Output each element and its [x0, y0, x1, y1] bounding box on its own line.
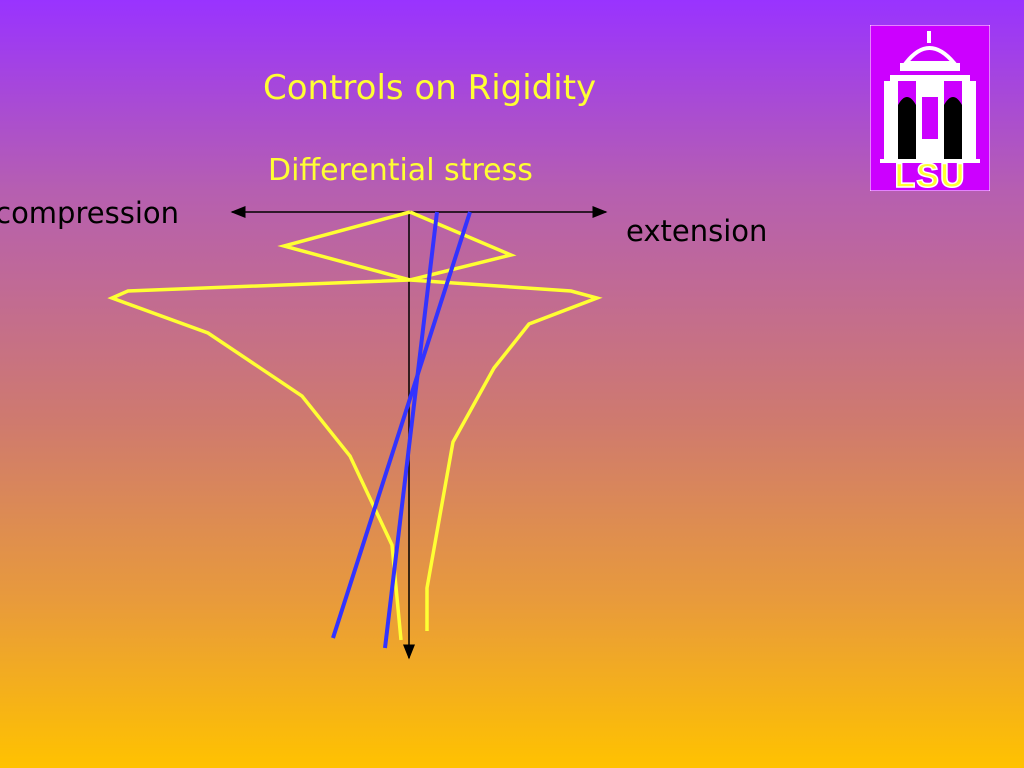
axis-title-differential-stress: Differential stress: [268, 153, 533, 188]
blue-line-right: [383, 211, 439, 649]
strength-envelope-left: [107, 210, 411, 641]
extension-label: extension: [626, 214, 768, 248]
compression-label: compression: [0, 196, 179, 230]
blue-line-left: [331, 211, 472, 639]
lsu-logo: LSU: [870, 25, 990, 191]
strength-envelope-right: [409, 210, 603, 631]
logo-text: LSU: [895, 157, 966, 191]
slide-title: Controls on Rigidity: [263, 68, 597, 108]
